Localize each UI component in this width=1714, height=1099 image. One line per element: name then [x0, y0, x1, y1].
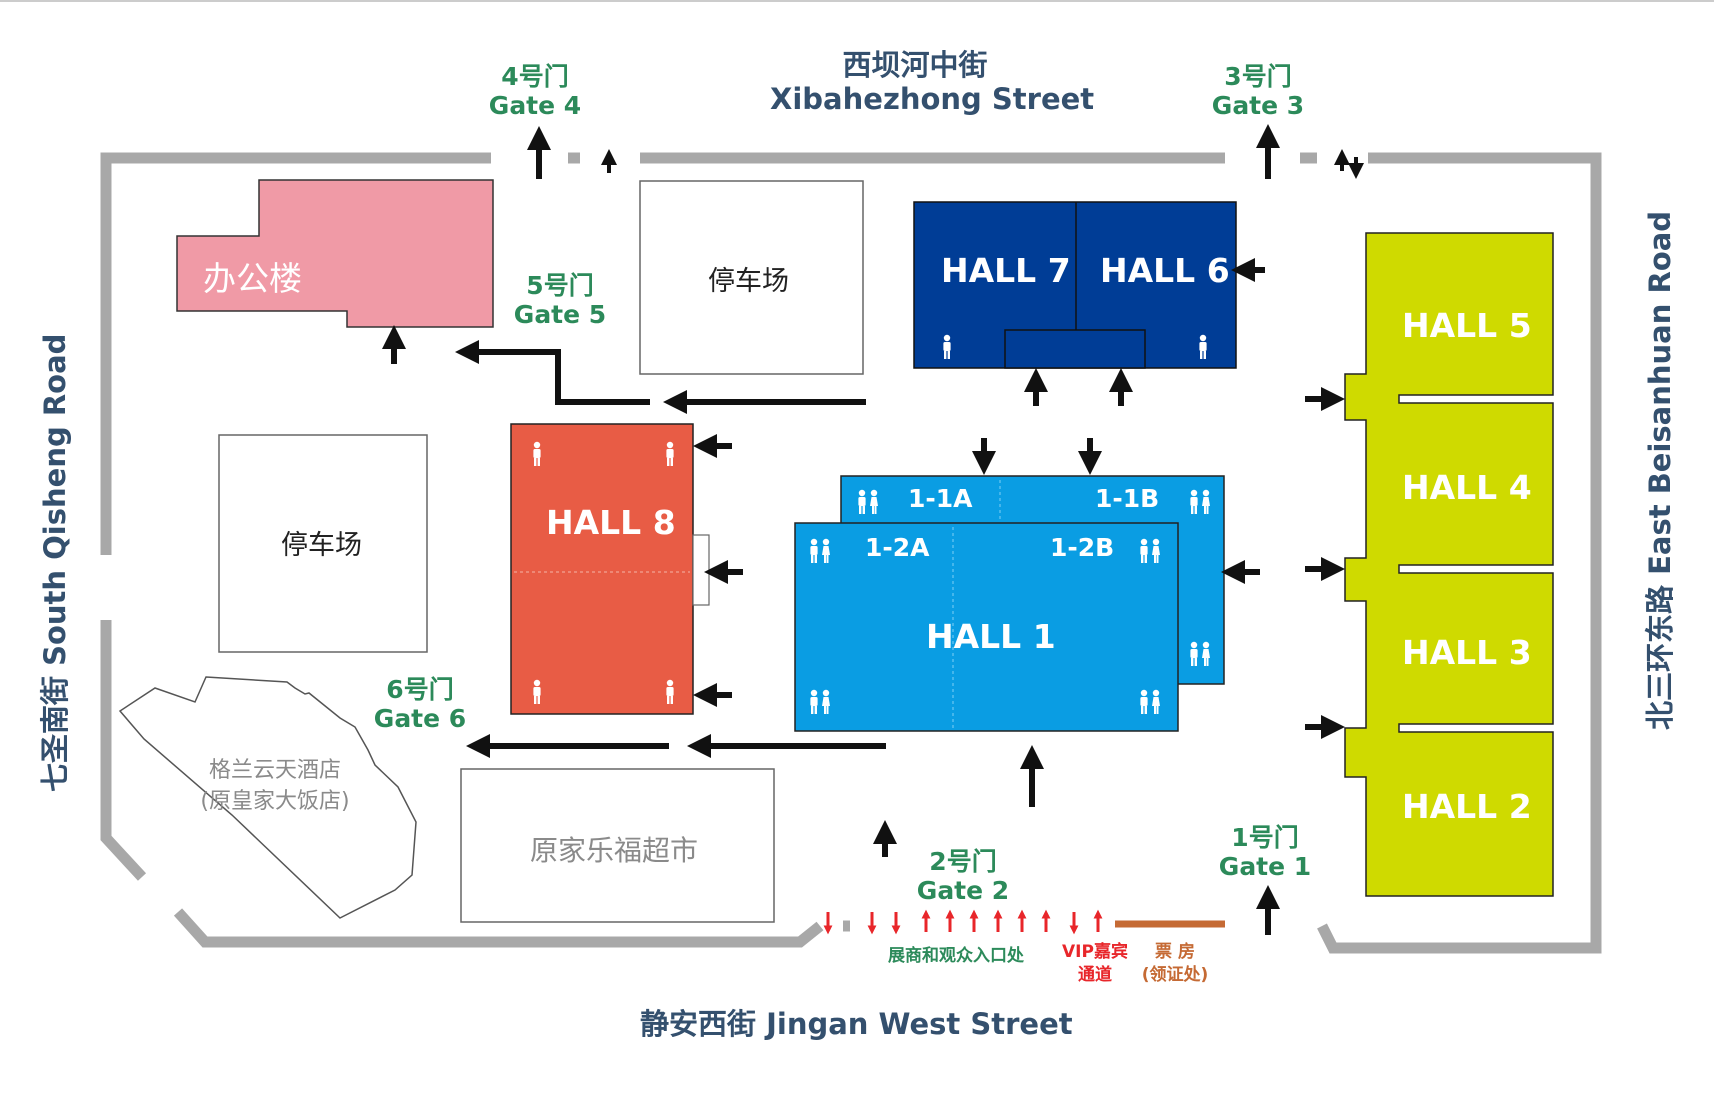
gate-2-en: Gate 2 [916, 876, 1010, 905]
hotel-name: 格兰云天酒店 [208, 758, 341, 783]
entry-arrows [823, 909, 1103, 935]
hall8-label: HALL 8 [546, 503, 676, 542]
hall8-block [510, 423, 694, 715]
gate-1-cn: 1号门 [1231, 823, 1299, 852]
visitor-entrance-label: 展商和观众入口处 [888, 946, 1024, 966]
hall6-label: HALL 6 [1100, 251, 1230, 290]
gate-1-en: Gate 1 [1218, 852, 1312, 881]
gate-3-en: Gate 3 [1211, 91, 1305, 120]
hotel-label: 格兰云天酒店 (原皇家大饭店) [185, 755, 365, 817]
hotel-former-name: (原皇家大饭店) [200, 789, 350, 814]
parking-west [218, 434, 428, 653]
hall7-label: HALL 7 [941, 251, 1071, 290]
gate-4-cn: 4号门 [501, 62, 569, 91]
perimeter-wall [100, 152, 1602, 954]
hall1-2-block [794, 522, 1179, 732]
gate-6-cn: 6号门 [386, 675, 454, 704]
gate-3-cn: 3号门 [1224, 62, 1292, 91]
gate-5-en: Gate 5 [513, 300, 607, 329]
gate-5-label: 5号门 Gate 5 [505, 271, 615, 329]
parking-north [639, 180, 864, 375]
hall1-1b-label: 1-1B [1095, 484, 1160, 513]
gate-2-label: 2号门 Gate 2 [908, 847, 1018, 905]
direction-arrow-icon [382, 124, 1364, 935]
street-north: 西坝河中街 Xibahezhong Street [770, 48, 1095, 116]
gate-2-cn: 2号门 [929, 847, 997, 876]
hall2-5-block [1344, 232, 1554, 897]
hall5-label: HALL 5 [1402, 306, 1532, 345]
hall3-label: HALL 3 [1402, 633, 1532, 672]
hotel-outline [118, 676, 417, 919]
vip-line1: VIP嘉宾 [1062, 942, 1128, 962]
supermarket-outline [460, 768, 775, 923]
ticket-line1: 票 房 [1155, 942, 1195, 962]
gate-1-label: 1号门 Gate 1 [1210, 823, 1320, 881]
office-building [176, 179, 494, 328]
hall2-label: HALL 2 [1402, 787, 1532, 826]
ticket-office-label: 票 房 (领证处) [1130, 941, 1220, 987]
hall4-label: HALL 4 [1402, 468, 1532, 507]
hall1-label: HALL 1 [926, 617, 1056, 656]
street-east: 北三环东路 East Beisanhuan Road [1643, 210, 1677, 730]
vip-line2: 通道 [1078, 965, 1112, 985]
parking-north-label: 停车场 [708, 266, 789, 297]
supermarket-label: 原家乐福超市 [530, 834, 699, 867]
street-north-en: Xibahezhong Street [770, 82, 1095, 116]
street-north-cn: 西坝河中街 [842, 48, 988, 82]
gate-4-en: Gate 4 [488, 91, 582, 120]
hall1-1a-label: 1-1A [908, 484, 973, 513]
hall1-2b-label: 1-2B [1050, 533, 1115, 562]
gate-6-en: Gate 6 [373, 704, 467, 733]
office-label: 办公楼 [203, 259, 302, 298]
gate-4-label: 4号门 Gate 4 [480, 62, 590, 120]
gate-6-label: 6号门 Gate 6 [365, 675, 475, 733]
hall1-2a-label: 1-2A [865, 533, 930, 562]
gate-3-label: 3号门 Gate 3 [1203, 62, 1313, 120]
vip-channel-label: VIP嘉宾 通道 [1055, 941, 1135, 987]
street-south: 静安西街 Jingan West Street [640, 1007, 1073, 1041]
ticket-line2: (领证处) [1141, 965, 1209, 985]
parking-west-label: 停车场 [281, 530, 362, 561]
street-west: 七圣南街 South Qisheng Road [38, 333, 72, 792]
gate-5-cn: 5号门 [526, 271, 594, 300]
